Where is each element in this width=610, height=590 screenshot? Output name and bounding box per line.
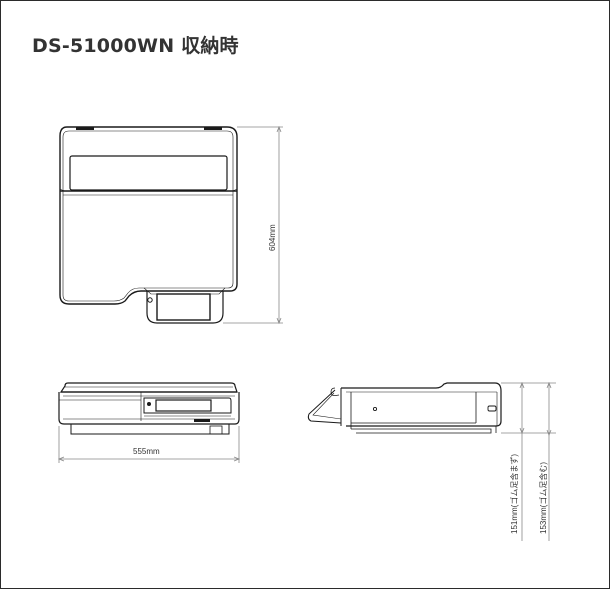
top-view <box>59 125 283 325</box>
depth-dimension-line <box>223 125 283 325</box>
height-without-feet-label: 151mm(ゴム足含まず) <box>510 453 519 534</box>
width-label: 555mm <box>133 447 160 456</box>
front-view <box>57 382 241 463</box>
side-view <box>307 381 556 541</box>
depth-label: 604mm <box>268 224 277 251</box>
height-with-feet-label: 153mm(ゴム足含む) <box>539 461 548 534</box>
width-dimension-line <box>57 426 241 463</box>
height-dimension-lines <box>501 381 556 541</box>
page-title: DS-51000WN 収納時 <box>32 35 239 57</box>
